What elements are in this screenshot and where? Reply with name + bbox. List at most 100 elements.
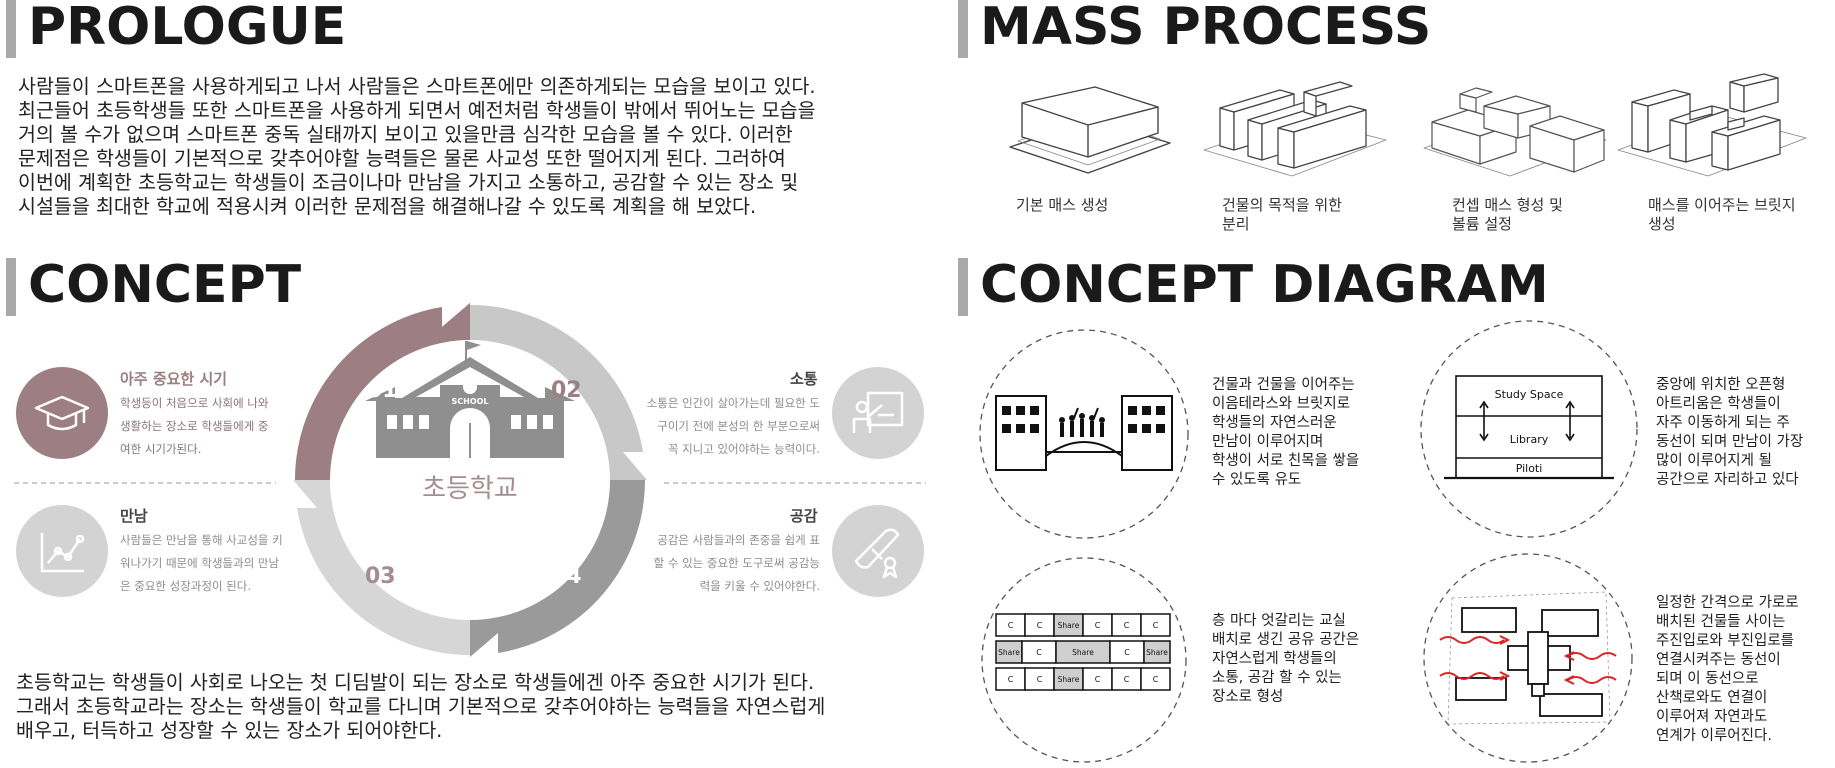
diagram-line: 층 마다 엇갈리는 교실 [1212, 613, 1346, 629]
diagram-bridge-circle [979, 329, 1189, 539]
diagram-share-text: 층 마다 엇갈리는 교실 배치로 생긴 공유 공간은 자연스럽게 학생들의 소통… [1212, 612, 1359, 707]
school-name: 초등학교 [422, 474, 518, 504]
concept-icon-01 [16, 367, 108, 459]
diagram-line: 학생이 서로 친목을 쌓을 [1212, 453, 1360, 469]
caption-line: 건물의 목적을 위한 [1222, 196, 1342, 214]
concept-summary: 초등학교는 학생들이 사회로 나오는 첫 디딤발이 되는 장소로 학생들에겐 아… [16, 671, 825, 743]
diagram-line: 자주 이동하게 되는 주 [1656, 415, 1790, 431]
diagram-line: 연결시켜주는 동선이 [1656, 652, 1781, 668]
desc-line: 소통은 인간이 살아가는데 필요한 도 [646, 396, 820, 410]
mass-step-4-diagram [1617, 73, 1807, 177]
share-grid-label: C [1095, 675, 1101, 684]
diagram-line: 배치로 생긴 공유 공간은 [1212, 632, 1360, 648]
diagram-line: 많이 이루어지게 될 [1656, 453, 1772, 469]
diagram-bridge-text: 건물과 건물을 이어주는 이음테라스와 브릿지로 학생들의 자연스러운 만남이 … [1212, 376, 1359, 490]
caption-line: 매스를 이어주는 브릿지 [1648, 196, 1796, 214]
cycle-number-01: 01 [367, 378, 398, 403]
section-bar [958, 0, 968, 58]
mass-step-4-caption: 매스를 이어주는 브릿지 생성 [1648, 196, 1796, 234]
concept-cycle-diagram: SCHOOL 초등학교 01 02 03 04 [293, 303, 647, 657]
concept-item-02-desc: 소통은 인간이 살아가는데 필요한 도 구이기 전에 본성의 한 부분으로써 꼭… [600, 392, 820, 461]
summary-line: 그래서 초등학교라는 장소는 학생들이 학교를 다니며 기본적으로 갖추어야하는… [16, 695, 826, 718]
school-building-icon [365, 341, 575, 458]
mass-step-3-diagram [1423, 87, 1607, 177]
share-grid-cell [1140, 667, 1171, 691]
diagram-section-circle: Study Space Library Piloti [1420, 320, 1638, 538]
cycle-segment-04 [470, 480, 646, 657]
share-grid-label: C [1008, 675, 1014, 684]
caption-line: 기본 매스 생성 [1016, 196, 1109, 214]
school-sign: SCHOOL [451, 397, 488, 406]
share-grid-cell [1140, 613, 1171, 637]
mass-step-2-caption: 건물의 목적을 위한 분리 [1222, 196, 1342, 234]
desc-line: 공감은 사람들과의 존중을 쉽게 표 [657, 533, 820, 547]
cycle-number-03: 03 [365, 564, 396, 589]
diagram-line: 학생들의 자연스러운 [1212, 415, 1337, 431]
concept-item-01-desc: 학생등이 처음으로 사회에 나와 생활하는 장소로 학생들에게 중 여한 시기가… [120, 392, 269, 461]
diagram-line: 되며 이 동선으로 [1656, 671, 1759, 687]
diagram-line: 이음테라스와 브릿지로 [1212, 396, 1351, 412]
concept-item-03-desc: 사람들은 만남을 통해 사교성을 키 워나가기 때문에 학생들과의 만남 은 중… [120, 529, 283, 598]
diagram-line: 이루어져 자연과도 [1656, 709, 1768, 725]
cycle-number-02: 02 [551, 378, 582, 403]
share-grid-label: C [1124, 621, 1130, 630]
cycle-segment-03 [293, 480, 470, 656]
prologue-line: 이번에 계획한 초등학교는 학생들이 조금이나마 만남을 가지고 소통하고, 공… [18, 171, 799, 194]
desc-line: 사람들은 만남을 통해 사교성을 키 [120, 533, 283, 547]
diagram-line: 만남이 이루어지며 [1212, 434, 1324, 450]
diagram-line: 장소로 형성 [1212, 689, 1284, 705]
mass-step-2-diagram [1203, 81, 1387, 177]
line-graph-icon [40, 533, 85, 573]
share-grid-label: C [1037, 621, 1043, 630]
share-grid-label: Share [1146, 648, 1168, 657]
prologue-title: PROLOGUE [28, 0, 347, 57]
section-bar [6, 258, 16, 316]
desc-line: 력을 키울 수 있어야한다. [699, 579, 820, 593]
desc-line: 할 수 있는 중요한 도구로써 공감능 [653, 556, 820, 570]
diagram-circulation-circle [1423, 553, 1633, 763]
desc-line: 구이기 전에 본성의 한 부분으로써 [657, 419, 820, 433]
desc-line: 여한 시기가된다. [120, 442, 202, 456]
share-grid-label: C [1008, 621, 1014, 630]
prologue-header: PROLOGUE [6, 0, 406, 58]
share-grid-label: Share [998, 648, 1020, 657]
share-grid-label: C [1153, 621, 1159, 630]
desc-line: 생활하는 장소로 학생들에게 중 [120, 419, 269, 433]
mass-step-1-caption: 기본 매스 생성 [1016, 196, 1108, 215]
share-grid-label: C [1037, 675, 1043, 684]
mass-process-title: MASS PROCESS [980, 0, 1432, 57]
caption-line: 분리 [1222, 215, 1250, 233]
prologue-line: 문제점은 학생들이 기본적으로 갖추어야할 능력들은 물론 사교성 또한 떨어지… [18, 147, 786, 170]
section-bar [6, 0, 16, 58]
desc-line: 꼭 지니고 있어야하는 능력이다. [667, 442, 820, 456]
share-grid-cell [1143, 640, 1171, 664]
section-label-study: Study Space [1495, 388, 1564, 401]
share-grid-label: C [1124, 675, 1130, 684]
section-label-piloti: Piloti [1516, 462, 1543, 475]
share-grid-label: C [1036, 648, 1042, 657]
concept-icon-02 [832, 367, 924, 459]
concept-item-04-title: 공감 [790, 507, 818, 525]
diagram-line: 중앙에 위치한 오픈형 [1656, 377, 1786, 393]
diagram-line: 건물과 건물을 이어주는 [1212, 377, 1355, 393]
diagram-line: 배치된 건물들 사이는 [1656, 614, 1786, 630]
cycle-number-04: 04 [551, 564, 582, 589]
concept-title: CONCEPT [28, 255, 302, 315]
concept-item-01-title: 아주 중요한 시기 [120, 370, 228, 388]
concept-diagram-title: CONCEPT DIAGRAM [980, 255, 1549, 315]
diagram-line: 산책로와도 연결이 [1656, 690, 1768, 706]
graduation-cap-icon [34, 395, 90, 431]
diagram-section-text: 중앙에 위치한 오픈형 아트리움은 학생들이 자주 이동하게 되는 주 동선이 … [1656, 376, 1803, 490]
share-grid-label: Share [1072, 648, 1094, 657]
concept-diagram-header: CONCEPT DIAGRAM [958, 255, 1549, 316]
prologue-line: 사람들이 스마트폰을 사용하게되고 나서 사람들은 스마트폰에만 의존하게되는 … [18, 75, 816, 98]
diagram-line: 아트리움은 학생들이 [1656, 396, 1781, 412]
concept-item-03-title: 만남 [120, 507, 148, 525]
concept-item-04-desc: 공감은 사람들과의 존중을 쉽게 표 할 수 있는 중요한 도구로써 공감능 력… [600, 529, 820, 598]
mass-process-header: MASS PROCESS [958, 0, 1458, 58]
caption-line: 컨셉 매스 형성 및 [1452, 196, 1563, 214]
diagram-line: 동선이 되며 만남이 가장 [1656, 434, 1804, 450]
desc-line: 워나가기 때문에 학생들과의 만남 [120, 556, 280, 570]
